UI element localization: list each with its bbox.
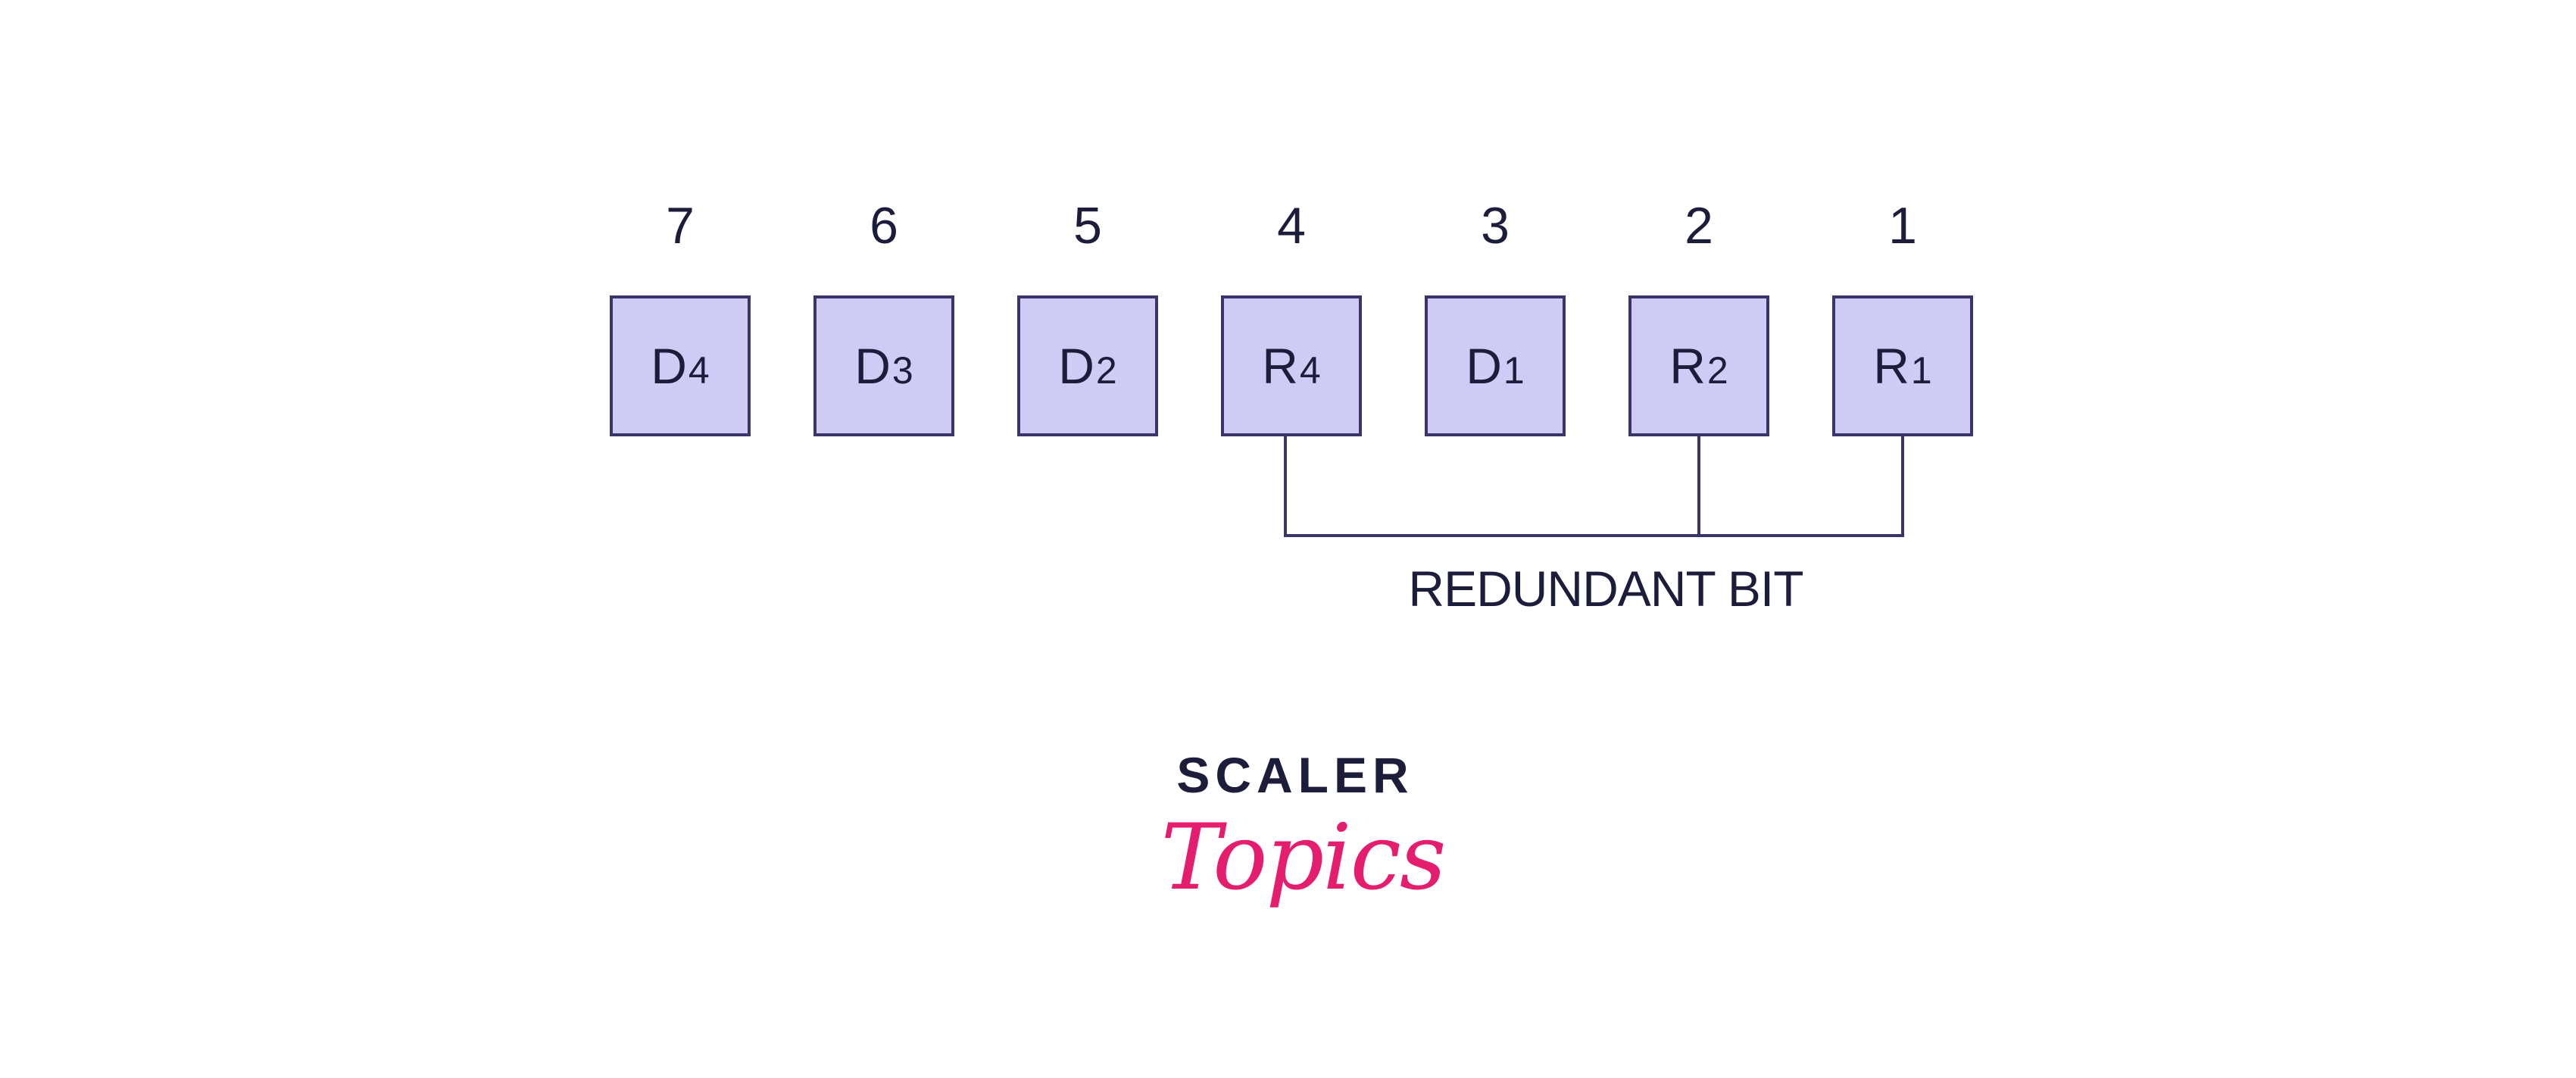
- connector-r1: [1901, 436, 1904, 537]
- logo-wordmark-top: SCALER: [1176, 747, 1414, 803]
- position-label-7: 7: [666, 197, 695, 255]
- position-label-3: 3: [1481, 197, 1510, 255]
- bit-subscript: 1: [1503, 349, 1525, 392]
- bit-letter: D: [854, 338, 891, 394]
- bit-letter: R: [1873, 338, 1909, 394]
- connector-r4: [1284, 436, 1287, 537]
- bit-subscript: 2: [1095, 349, 1117, 392]
- bit-letter: D: [651, 338, 687, 394]
- bit-subscript: 2: [1706, 349, 1728, 392]
- bit-letter: R: [1262, 338, 1298, 394]
- connector-r2: [1697, 436, 1700, 537]
- bracket-bar: [1284, 534, 1904, 537]
- bit-subscript: 4: [1299, 349, 1321, 392]
- bit-letter: D: [1466, 338, 1502, 394]
- position-label-5: 5: [1073, 197, 1102, 255]
- redundant-bit-label: REDUNDANT BIT: [1408, 561, 1803, 617]
- bit-subscript: 4: [688, 349, 710, 392]
- bit-subscript: 3: [891, 349, 913, 392]
- bit-subscript: 1: [1910, 349, 1932, 392]
- position-label-6: 6: [870, 197, 898, 255]
- bit-letter: R: [1669, 338, 1706, 394]
- position-label-1: 1: [1888, 197, 1917, 255]
- position-label-2: 2: [1685, 197, 1713, 255]
- bit-letter: D: [1058, 338, 1094, 394]
- logo-wordmark-script: Topics: [1160, 805, 1447, 911]
- position-label-4: 4: [1277, 197, 1306, 255]
